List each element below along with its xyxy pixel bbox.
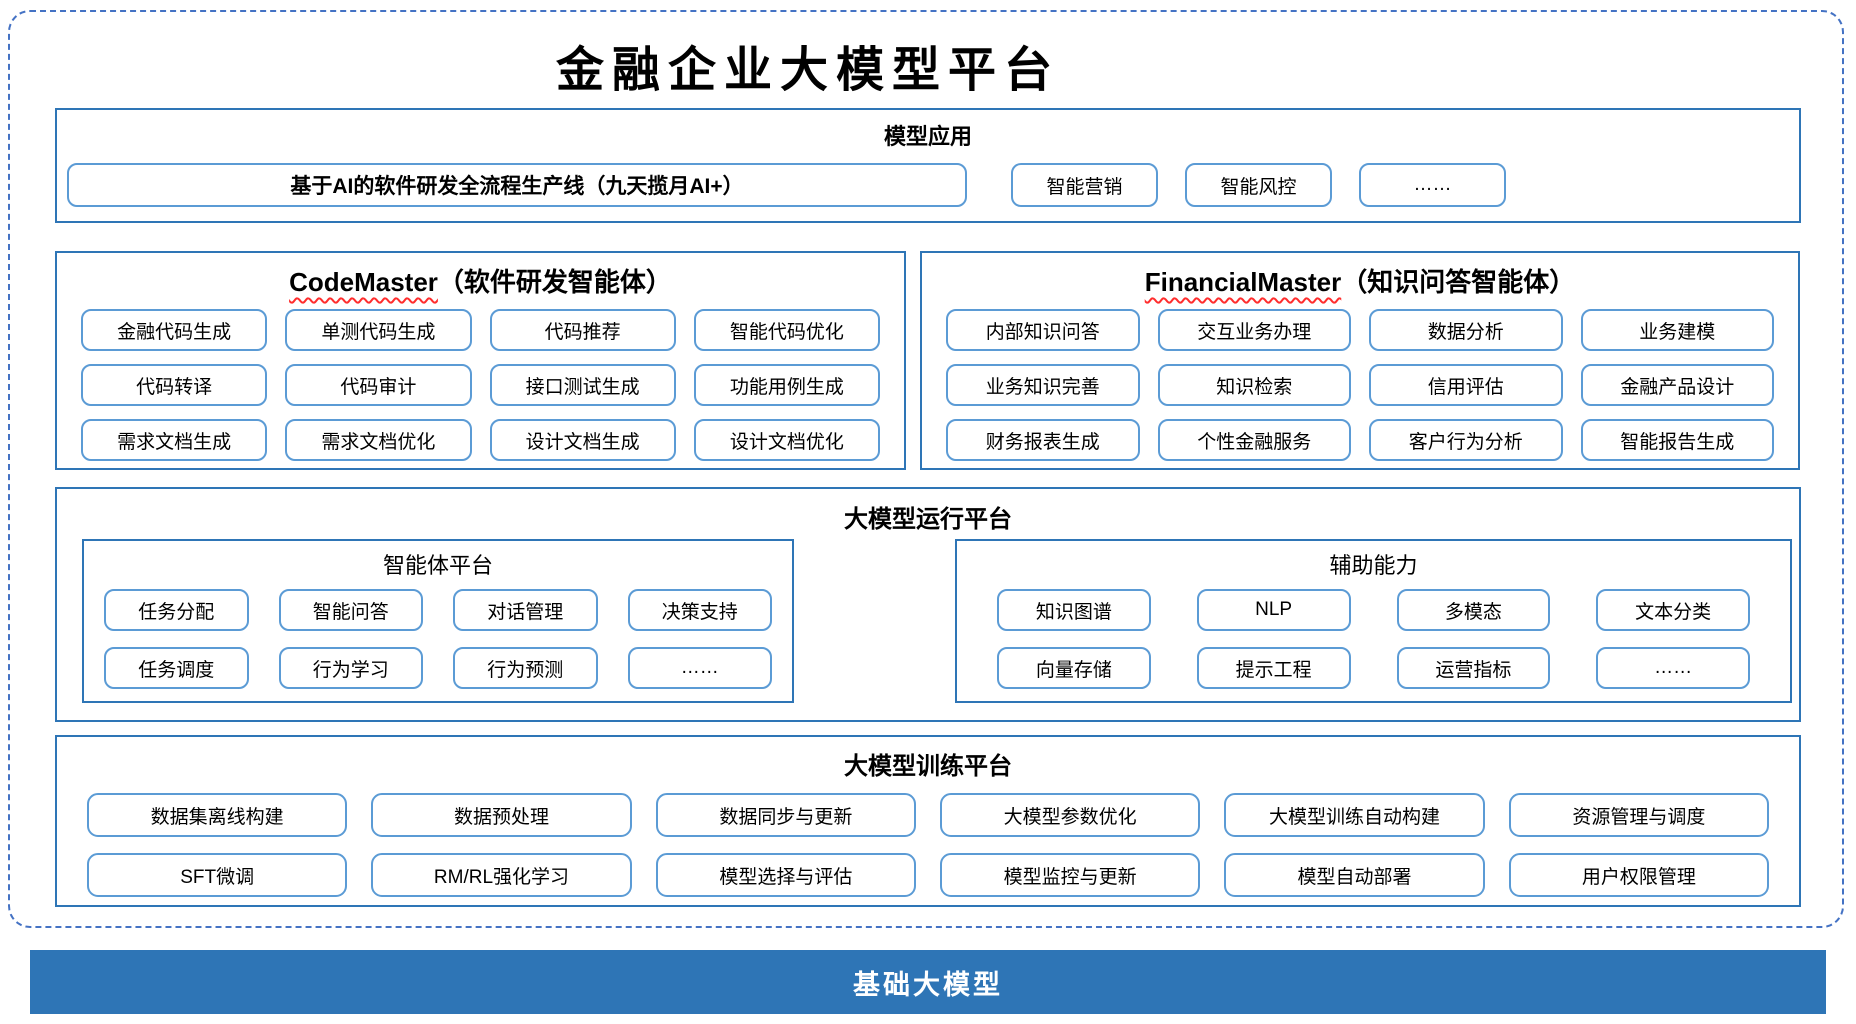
section-financial-master: FinancialMaster（知识问答智能体） 内部知识问答交互业务办理数据分… [920, 251, 1800, 470]
code-master-item: 接口测试生成 [489, 364, 676, 406]
agent-platform-item: 对话管理 [453, 589, 598, 631]
training-platform-header: 大模型训练平台 [844, 753, 1012, 780]
agent-platform-item: 决策支持 [627, 589, 772, 631]
agent-platform-item: …… [627, 647, 772, 689]
aux-capability-item: 知识图谱 [997, 589, 1151, 631]
training-platform-item: RM/RL强化学习 [371, 853, 632, 897]
app-item: 智能风控 [1185, 163, 1332, 207]
page-title: 金融企业大模型平台 [555, 42, 1060, 98]
financial-master-item: 知识检索 [1157, 364, 1351, 406]
financial-master-title-en: FinancialMaster [1144, 267, 1342, 297]
financial-master-item: 业务知识完善 [946, 364, 1140, 406]
financial-master-item: 业务建模 [1580, 309, 1774, 351]
agent-platform-item: 行为预测 [453, 647, 598, 689]
aux-capabilities-grid: 知识图谱 NLP 多模态 文本分类向量存储 提示工程 运营指标 …… [957, 580, 1790, 689]
code-master-item: 需求文档生成 [81, 419, 268, 461]
code-master-grid: 金融代码生成单测代码生成代码推荐智能代码优化代码转译代码审计接口测试生成功能用例… [57, 299, 904, 461]
training-platform-item: 数据集离线构建 [87, 793, 348, 837]
app-item: …… [1359, 163, 1506, 207]
financial-master-item: 智能报告生成 [1580, 419, 1774, 461]
code-master-item: 金融代码生成 [81, 309, 268, 351]
code-master-item: 代码转译 [81, 364, 268, 406]
financial-master-item: 客户行为分析 [1369, 419, 1563, 461]
training-platform-item: 资源管理与调度 [1508, 793, 1769, 837]
training-platform-item: 模型选择与评估 [655, 853, 916, 897]
training-platform-item: 大模型参数优化 [940, 793, 1201, 837]
code-master-item: 功能用例生成 [693, 364, 880, 406]
agent-platform-item: 行为学习 [278, 647, 423, 689]
foundation-model-label: 基础大模型 [853, 969, 1003, 1000]
financial-master-item: 金融产品设计 [1580, 364, 1774, 406]
code-master-item: 单测代码生成 [285, 309, 472, 351]
section-model-apps: 模型应用 基于AI的软件研发全流程生产线（九天揽月AI+） 智能营销智能风控 …… [55, 108, 1801, 223]
training-platform-item: SFT微调 [87, 853, 348, 897]
financial-master-title-zh: （知识问答智能体） [1341, 267, 1576, 297]
aux-capability-item: 向量存储 [997, 647, 1151, 689]
financial-master-header: FinancialMaster（知识问答智能体） [922, 253, 1798, 299]
model-apps-small-list: 智能营销智能风控 …… [1011, 163, 1506, 207]
training-platform-grid: 数据集离线构建数据预处理数据同步与更新大模型参数优化大模型训练自动构建资源管理与… [57, 781, 1799, 897]
section-code-master: CodeMaster（软件研发智能体） 金融代码生成单测代码生成代码推荐智能代码… [55, 251, 906, 470]
financial-master-item: 数据分析 [1369, 309, 1563, 351]
section-training-platform: 大模型训练平台 数据集离线构建数据预处理数据同步与更新大模型参数优化大模型训练自… [55, 735, 1801, 907]
financial-master-item: 交互业务办理 [1157, 309, 1351, 351]
aux-capabilities-header: 辅助能力 [1329, 553, 1418, 578]
agent-platform-item: 任务调度 [104, 647, 249, 689]
agent-platform-grid: 任务分配智能问答对话管理决策支持任务调度行为学习行为预测 …… [84, 580, 792, 689]
code-master-item: 需求文档优化 [285, 419, 472, 461]
training-platform-item: 用户权限管理 [1508, 853, 1769, 897]
training-platform-item: 模型监控与更新 [940, 853, 1201, 897]
runtime-platform-header: 大模型运行平台 [844, 506, 1012, 533]
foundation-model-bar: 基础大模型 [30, 950, 1826, 1014]
platform-dashed-frame [8, 10, 1844, 928]
financial-master-item: 财务报表生成 [946, 419, 1140, 461]
code-master-item: 代码推荐 [489, 309, 676, 351]
training-platform-item: 数据同步与更新 [655, 793, 916, 837]
training-platform-item: 大模型训练自动构建 [1224, 793, 1485, 837]
app-item-ai-pipeline: 基于AI的软件研发全流程生产线（九天揽月AI+） [67, 163, 967, 207]
agent-platform-item: 智能问答 [278, 589, 423, 631]
agent-platform-item: 任务分配 [104, 589, 249, 631]
app-item: 智能营销 [1011, 163, 1158, 207]
financial-master-item: 内部知识问答 [946, 309, 1140, 351]
aux-capability-item: …… [1596, 647, 1750, 689]
section-agent-platform: 智能体平台 任务分配智能问答对话管理决策支持任务调度行为学习行为预测 …… [82, 539, 794, 703]
aux-capability-item: 提示工程 [1196, 647, 1351, 689]
training-platform-item: 数据预处理 [371, 793, 632, 837]
code-master-item: 代码审计 [285, 364, 472, 406]
aux-capability-item: 文本分类 [1596, 589, 1750, 631]
agent-platform-header: 智能体平台 [382, 553, 493, 578]
code-master-item: 智能代码优化 [693, 309, 880, 351]
financial-master-grid: 内部知识问答交互业务办理数据分析业务建模业务知识完善知识检索信用评估金融产品设计… [922, 299, 1798, 461]
code-master-title-zh: （软件研发智能体） [437, 267, 672, 297]
aux-capability-item: NLP [1196, 589, 1351, 631]
financial-master-item: 个性金融服务 [1157, 419, 1351, 461]
training-platform-item: 模型自动部署 [1224, 853, 1485, 897]
financial-master-item: 信用评估 [1369, 364, 1563, 406]
section-aux-capabilities: 辅助能力 知识图谱 NLP 多模态 文本分类向量存储 提示工程 运营指标 …… [955, 539, 1792, 703]
aux-capability-item: 多模态 [1396, 589, 1551, 631]
model-apps-header: 模型应用 [883, 124, 972, 149]
code-master-item: 设计文档优化 [693, 419, 880, 461]
section-runtime-platform: 大模型运行平台 智能体平台 任务分配智能问答对话管理决策支持任务调度行为学习行为… [55, 487, 1801, 722]
code-master-item: 设计文档生成 [489, 419, 676, 461]
code-master-title-en: CodeMaster [289, 267, 438, 297]
aux-capability-item: 运营指标 [1396, 647, 1551, 689]
code-master-header: CodeMaster（软件研发智能体） [57, 253, 904, 299]
model-apps-row: 基于AI的软件研发全流程生产线（九天揽月AI+） 智能营销智能风控 …… [57, 163, 1799, 207]
